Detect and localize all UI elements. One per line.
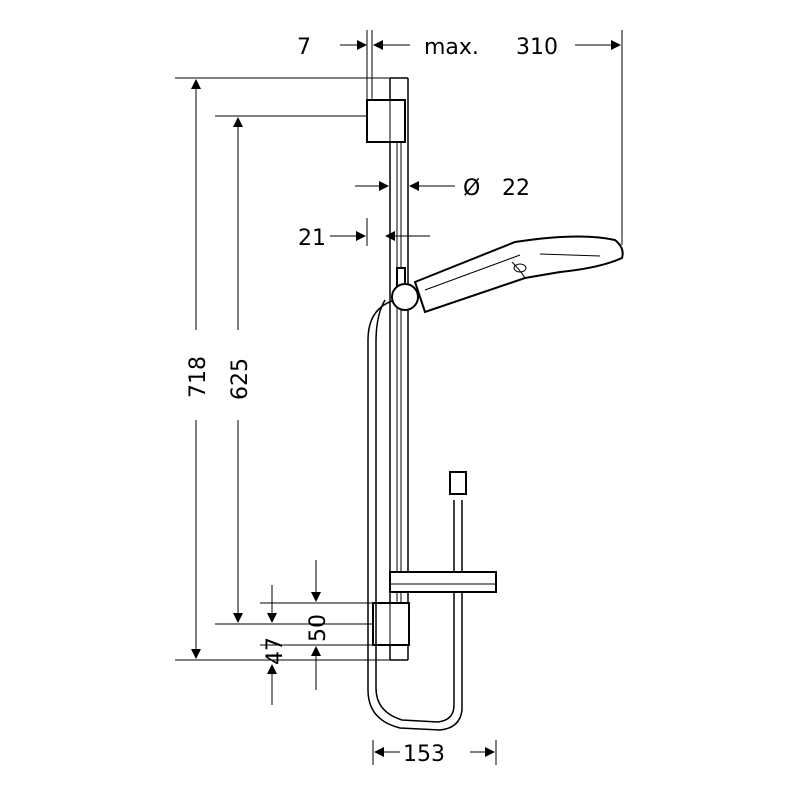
shower-hose xyxy=(367,299,467,731)
dimension-625 xyxy=(215,115,373,625)
dim-310-label: 310 xyxy=(516,35,558,60)
dim-max-label: max. xyxy=(424,35,479,60)
hand-shower xyxy=(413,235,624,314)
dim-diameter-symbol: Ø xyxy=(463,176,480,201)
dim-625-label: 625 xyxy=(228,358,253,400)
dim-7-label: 7 xyxy=(297,35,311,60)
dim-22-label: 22 xyxy=(502,176,530,201)
dim-718-label: 718 xyxy=(186,356,211,398)
dim-50-label: 50 xyxy=(306,614,331,642)
shower-rail xyxy=(389,77,409,661)
dimension-21 xyxy=(330,218,430,246)
dim-21-label: 21 xyxy=(298,226,326,251)
soap-shelf xyxy=(389,571,497,593)
dimension-50-47 xyxy=(260,560,373,705)
upper-wall-bracket xyxy=(366,99,406,143)
dim-153-label: 153 xyxy=(403,742,445,767)
dimension-153 xyxy=(372,740,497,765)
lower-wall-bracket xyxy=(372,602,410,646)
dim-47-label: 47 xyxy=(263,637,288,665)
slider xyxy=(391,267,419,311)
dimension-7-310 xyxy=(340,30,623,245)
